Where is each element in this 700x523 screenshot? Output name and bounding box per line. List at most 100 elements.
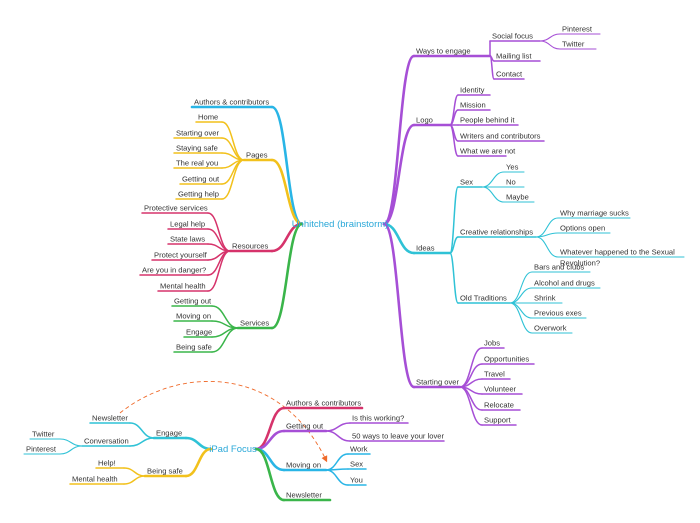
- node-getting-out[interactable]: Getting out: [182, 175, 220, 184]
- home-connector: [221, 121, 245, 161]
- node-getting-out[interactable]: Getting out: [174, 297, 212, 306]
- node-whatever-happened-to-the-sexual[interactable]: Whatever happened to the Sexual: [560, 248, 675, 257]
- node-moving-on[interactable]: Moving on: [286, 461, 321, 470]
- node-conversation[interactable]: Conversation: [84, 437, 129, 446]
- node-services[interactable]: Services: [240, 319, 269, 328]
- node-newsletter[interactable]: Newsletter: [286, 491, 322, 500]
- node-shrink[interactable]: Shrink: [534, 294, 556, 303]
- node-writers-and-contributors[interactable]: Writers and contributors: [460, 132, 541, 141]
- logo-connector: [382, 123, 416, 226]
- node-previous-exes[interactable]: Previous exes: [534, 309, 582, 318]
- node-state-laws[interactable]: State laws: [170, 235, 205, 244]
- node-creative-relationships[interactable]: Creative relationships: [460, 228, 533, 237]
- branch-links: [23, 33, 685, 502]
- node-no[interactable]: No: [506, 178, 516, 187]
- node-relocate[interactable]: Relocate: [484, 401, 514, 410]
- previous-exes-connector: [509, 302, 533, 319]
- node-maybe[interactable]: Maybe: [506, 193, 529, 202]
- is-this-working-connector: [325, 422, 351, 432]
- node-authors-contributors[interactable]: Authors & contributors: [194, 98, 269, 107]
- node-resources[interactable]: Resources: [232, 242, 268, 251]
- node-engage[interactable]: Engage: [156, 429, 182, 438]
- newsletter-connector: [129, 422, 155, 439]
- node-travel[interactable]: Travel: [484, 370, 505, 379]
- node-work[interactable]: Work: [350, 445, 368, 454]
- node-ways-to-engage[interactable]: Ways to engage: [416, 47, 471, 56]
- node-protect-yourself[interactable]: Protect yourself: [154, 251, 208, 260]
- whatever-happened-to-the-sexual-connector: [535, 236, 559, 258]
- node-bars-and-clubs[interactable]: Bars and clubs: [534, 263, 584, 272]
- node-starting-over[interactable]: Starting over: [176, 129, 220, 138]
- node-alcohol-and-drugs[interactable]: Alcohol and drugs: [534, 279, 595, 288]
- node-twitter[interactable]: Twitter: [32, 430, 55, 439]
- node-social-focus[interactable]: Social focus: [492, 32, 533, 41]
- node-pages[interactable]: Pages: [246, 151, 268, 160]
- node-old-traditions[interactable]: Old Traditions: [460, 294, 507, 303]
- node-authors-contributors[interactable]: Authors & contributors: [286, 399, 361, 408]
- node-staying-safe[interactable]: Staying safe: [176, 144, 218, 153]
- creative-relationships-connector: [449, 236, 459, 254]
- node-sex[interactable]: Sex: [460, 178, 473, 187]
- node-identity[interactable]: Identity: [460, 86, 485, 95]
- node-50-ways-to-leave-your-lover[interactable]: 50 ways to leave your lover: [352, 432, 444, 441]
- node-people-behind-it[interactable]: People behind it: [460, 116, 515, 125]
- twitter-connector: [539, 40, 561, 50]
- node-jobs[interactable]: Jobs: [484, 339, 500, 348]
- node-ideas[interactable]: Ideas: [416, 244, 435, 253]
- node-logo[interactable]: Logo: [416, 116, 433, 125]
- node-help[interactable]: Help!: [98, 459, 116, 468]
- node-opportunities[interactable]: Opportunities: [484, 355, 529, 364]
- maybe-connector: [481, 186, 505, 203]
- ideas-connector: [382, 222, 416, 255]
- node-engage[interactable]: Engage: [186, 328, 212, 337]
- cross-link-arrow: [119, 380, 328, 463]
- node-support[interactable]: Support: [484, 416, 511, 425]
- node-options-open[interactable]: Options open: [560, 224, 605, 233]
- node-are-you-in-danger[interactable]: Are you in danger?: [142, 266, 206, 275]
- root-node-unhitched-brainstorm[interactable]: Unhitched (brainstorm): [292, 219, 389, 230]
- being-safe-connector: [211, 327, 239, 353]
- node-what-we-are-not[interactable]: What we are not: [460, 147, 516, 156]
- node-pinterest[interactable]: Pinterest: [562, 25, 593, 34]
- what-we-are-not-connector: [449, 124, 459, 157]
- node-getting-out[interactable]: Getting out: [286, 422, 324, 431]
- node-being-safe[interactable]: Being safe: [147, 467, 183, 476]
- node-newsletter[interactable]: Newsletter: [92, 414, 128, 423]
- conversation-connector: [129, 437, 155, 447]
- root-node-ipad-focus[interactable]: iPad Focus: [209, 444, 257, 455]
- node-the-real-you[interactable]: The real you: [176, 159, 218, 168]
- node-mailing-list[interactable]: Mailing list: [496, 52, 532, 61]
- node-home[interactable]: Home: [198, 113, 218, 122]
- mental-health-connector: [123, 475, 146, 485]
- state-laws-connector: [207, 243, 231, 252]
- contact-connector: [489, 55, 495, 80]
- node-twitter[interactable]: Twitter: [562, 40, 585, 49]
- node-you[interactable]: You: [350, 476, 363, 485]
- sex-connector: [449, 186, 459, 254]
- yes-connector: [481, 171, 505, 188]
- node-moving-on[interactable]: Moving on: [176, 312, 211, 321]
- node-labels: Unhitched (brainstorm) Ways to engage Soci…: [26, 25, 675, 500]
- node-sex[interactable]: Sex: [350, 460, 363, 469]
- node-why-marriage-sucks[interactable]: Why marriage sucks: [560, 209, 629, 218]
- 50-ways-to-leave-your-lover-connector: [325, 430, 351, 442]
- node-starting-over[interactable]: Starting over: [416, 378, 460, 387]
- node-mission[interactable]: Mission: [460, 101, 486, 110]
- node-yes[interactable]: Yes: [506, 163, 519, 172]
- node-protective-services[interactable]: Protective services: [144, 204, 208, 213]
- node-mental-health[interactable]: Mental health: [72, 475, 118, 484]
- ways-to-engage-connector: [382, 54, 416, 226]
- node-volunteer[interactable]: Volunteer: [484, 385, 517, 394]
- node-contact[interactable]: Contact: [496, 70, 523, 79]
- node-overwork[interactable]: Overwork: [534, 324, 567, 333]
- node-whatever-happened-to-the-sexual-line2[interactable]: Revolution?: [560, 259, 600, 268]
- why-marriage-sucks-connector: [535, 217, 559, 238]
- node-is-this-working[interactable]: Is this working?: [352, 414, 404, 423]
- node-mental-health[interactable]: Mental health: [160, 282, 206, 291]
- node-being-safe[interactable]: Being safe: [176, 343, 212, 352]
- node-pinterest[interactable]: Pinterest: [26, 445, 57, 454]
- node-getting-help[interactable]: Getting help: [178, 190, 219, 199]
- node-legal-help[interactable]: Legal help: [170, 220, 205, 229]
- protective-services-connector: [207, 212, 231, 252]
